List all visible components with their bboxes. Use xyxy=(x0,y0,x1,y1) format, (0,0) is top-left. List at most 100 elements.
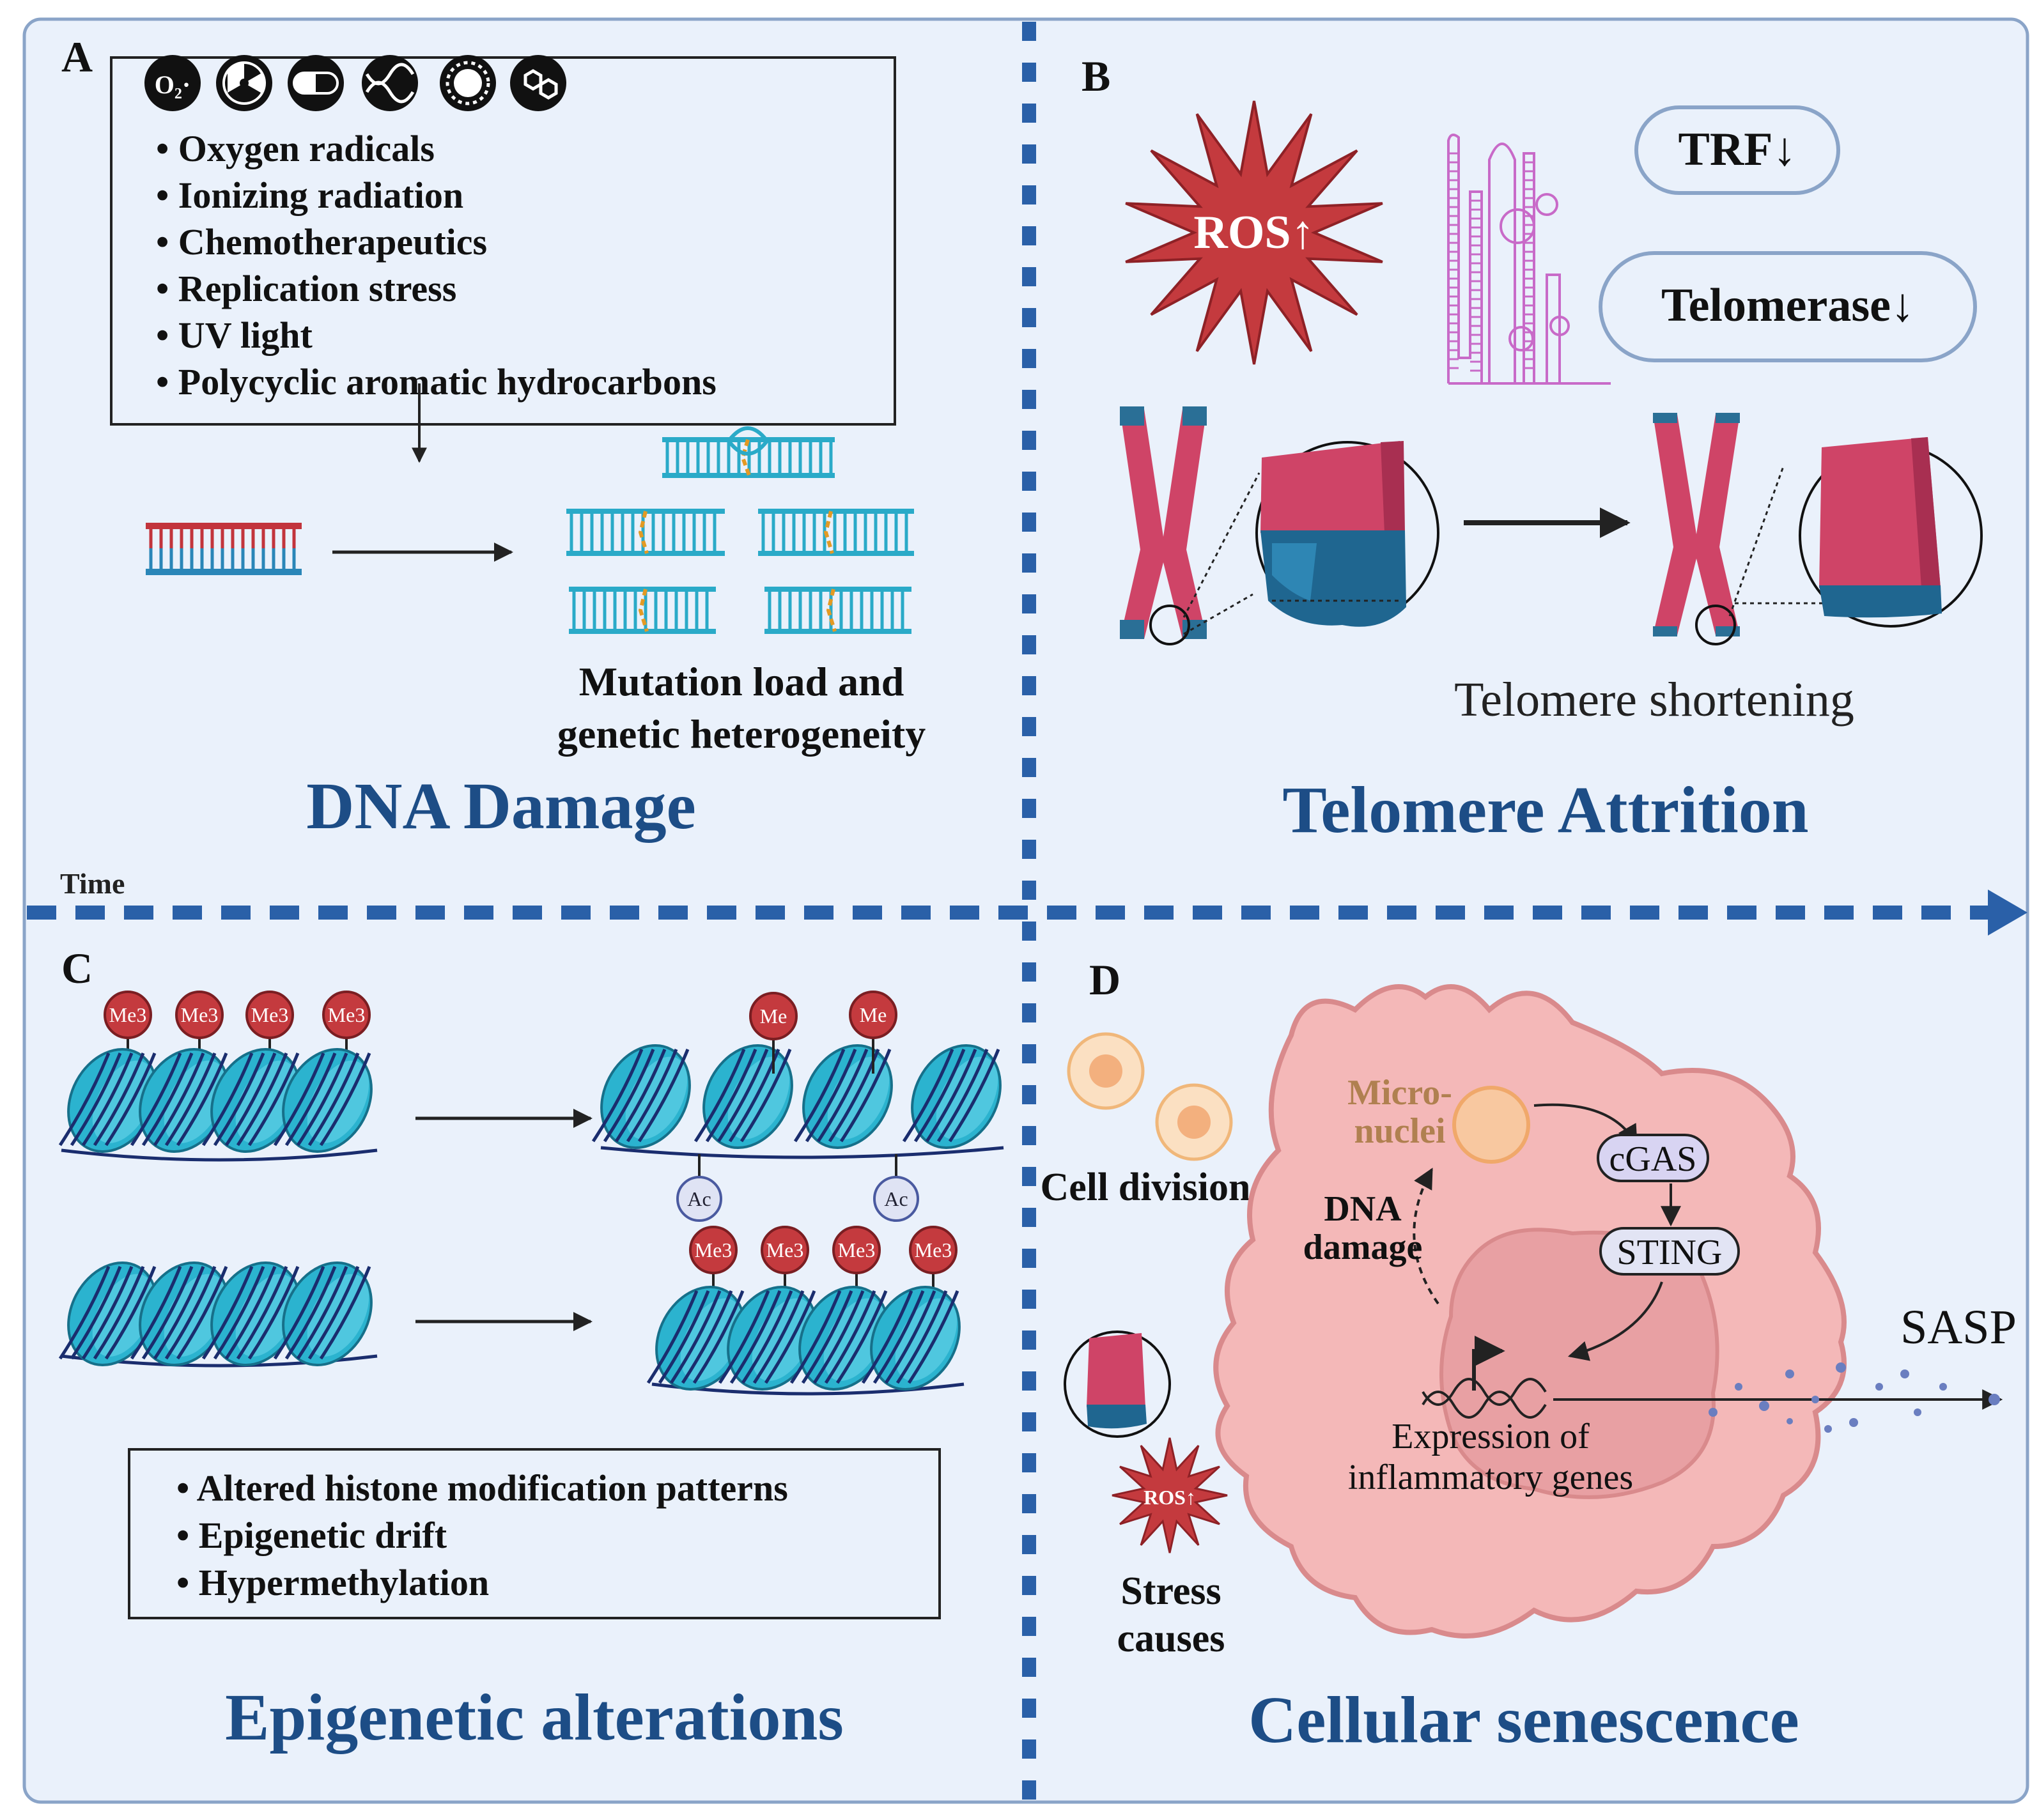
zoom-line xyxy=(1183,593,1253,635)
sting-label: STING xyxy=(1617,1233,1723,1272)
methyl-mark: Me xyxy=(749,992,798,1074)
time-axis-arrowhead xyxy=(1988,890,2027,936)
nucleosome-icon xyxy=(201,1261,301,1367)
sasp-particle xyxy=(1811,1396,1819,1403)
nucleosome-icon xyxy=(201,1047,301,1153)
panel-b-title: Telomere Attrition xyxy=(1282,773,1808,847)
short-chromosome-icon xyxy=(1653,413,1740,645)
panel-c-letter: C xyxy=(61,944,93,992)
mark-label: Me3 xyxy=(109,1003,147,1026)
sasp-particle xyxy=(1785,1369,1794,1378)
nucleosome-icon xyxy=(694,1044,793,1150)
long-telomere-zoom xyxy=(1255,441,1439,627)
panel-a: A O₂· xyxy=(61,33,926,843)
causes-box xyxy=(110,56,896,426)
sasp-particle xyxy=(1900,1369,1909,1378)
sasp-particle xyxy=(1709,1408,1717,1417)
sasp-particle xyxy=(1735,1383,1742,1391)
acetyl-mark: Ac xyxy=(873,1154,919,1222)
chromatin-strand xyxy=(600,1146,1004,1159)
mark-label: Ac xyxy=(884,1187,908,1210)
nucleosome-icon xyxy=(902,1044,1002,1150)
cause-item: • Oxygen radicals xyxy=(156,128,435,169)
sasp-particle xyxy=(1759,1401,1769,1411)
mark-label: Me xyxy=(860,1003,887,1026)
sasp-particle xyxy=(1939,1383,1947,1391)
panel-b-letter: B xyxy=(1082,52,1110,100)
methyl-mark: Me3 xyxy=(104,991,152,1074)
ros-label: ROS↑ xyxy=(1193,206,1314,259)
cgas-label: cGAS xyxy=(1609,1139,1697,1179)
panel-b: B ROS↑ TRF↓ Telomerase↓ xyxy=(1082,52,1983,847)
cause-item: • Chemotherapeutics xyxy=(156,221,487,263)
nucleosome-icon xyxy=(793,1044,893,1150)
sasp-particle xyxy=(1849,1418,1858,1427)
nucleosome-icon xyxy=(130,1047,229,1153)
nucleosome-icon xyxy=(273,1047,373,1153)
micronuclei-label: nuclei xyxy=(1354,1111,1445,1151)
dna-icon xyxy=(362,55,418,111)
mark-label: Me3 xyxy=(838,1238,876,1261)
panel-d: D Cell division Micro- nuclei DNA damage… xyxy=(1040,955,2016,1757)
sasp-particle xyxy=(1989,1394,2000,1405)
o2-label: O₂· xyxy=(155,70,190,99)
telomerase-pill xyxy=(1599,251,1977,362)
sting-to-genes-arrow xyxy=(1567,1281,1663,1361)
epigenetic-bullet: • Hypermethylation xyxy=(176,1562,489,1603)
damaged-dna-icon xyxy=(566,426,914,634)
panel-a-title: DNA Damage xyxy=(306,769,695,843)
cause-item: • Polycyclic aromatic hydrocarbons xyxy=(156,361,717,403)
result-line1: Mutation load and xyxy=(579,659,904,704)
telomerase-rna-icon xyxy=(1447,134,1611,385)
methyl-mark: Me3 xyxy=(761,1226,809,1304)
methyl-mark: Me xyxy=(849,991,897,1074)
dna-damage-label: damage xyxy=(1303,1228,1423,1267)
mark-label: Ac xyxy=(687,1187,711,1210)
trf-pill xyxy=(1634,105,1840,195)
result-line2: genetic heterogeneity xyxy=(557,711,926,757)
expression-label: Expression of xyxy=(1392,1417,1590,1456)
methyl-mark: Me3 xyxy=(689,1226,738,1304)
sasp-particles xyxy=(1709,1362,2000,1433)
sasp-particle xyxy=(1787,1418,1793,1424)
panel-d-letter: D xyxy=(1089,955,1120,1004)
pill-icon xyxy=(288,55,344,111)
micronuclei-label: Micro- xyxy=(1347,1073,1452,1113)
dna-damage-dashed-arrow xyxy=(1413,1168,1439,1305)
cgas-badge xyxy=(1597,1134,1709,1182)
sun-icon xyxy=(440,55,496,111)
panel-c-title: Epigenetic alterations xyxy=(225,1681,844,1754)
trf-label: TRF↓ xyxy=(1678,123,1797,176)
sasp-label: SASP xyxy=(1900,1300,2017,1354)
sasp-particle xyxy=(1875,1383,1883,1391)
mark-label: Me3 xyxy=(766,1238,804,1261)
telomerase-label: Telomerase↓ xyxy=(1661,279,1914,332)
sasp-particle xyxy=(1824,1425,1832,1433)
dividing-cells-icon xyxy=(1067,1032,1233,1161)
ros-starburst-small-icon: ROS↑ xyxy=(1112,1437,1228,1554)
cause-item: • UV light xyxy=(156,314,313,356)
sasp-particle xyxy=(1914,1408,1921,1416)
nucleosome-icon xyxy=(861,1285,961,1391)
cell-division-label: Cell division xyxy=(1040,1166,1250,1209)
expression-label: inflammatory genes xyxy=(1348,1458,1633,1497)
nucleosome-icon xyxy=(130,1261,229,1367)
oxygen-radical-icon: O₂· xyxy=(144,55,201,111)
ros-starburst-icon: ROS↑ xyxy=(1125,100,1383,365)
cause-item: • Ionizing radiation xyxy=(156,174,463,216)
acetyl-mark: Ac xyxy=(676,1154,722,1222)
panel-d-title: Cellular senescence xyxy=(1248,1683,1799,1757)
zoom-line xyxy=(1728,466,1785,617)
micronuclei-icon xyxy=(1452,1086,1530,1164)
sasp-particle xyxy=(1836,1362,1846,1373)
panel-a-letter: A xyxy=(61,33,93,81)
stress-label: causes xyxy=(1117,1617,1225,1660)
mark-label: Me3 xyxy=(251,1003,289,1026)
methyl-mark: Me3 xyxy=(832,1226,881,1304)
chromatin-strand xyxy=(61,1148,378,1162)
time-axis-label: Time xyxy=(60,867,125,900)
epigenetic-bullet: • Altered histone modification patterns xyxy=(176,1467,788,1509)
epigenetic-bullet: • Epigenetic drift xyxy=(176,1515,447,1556)
